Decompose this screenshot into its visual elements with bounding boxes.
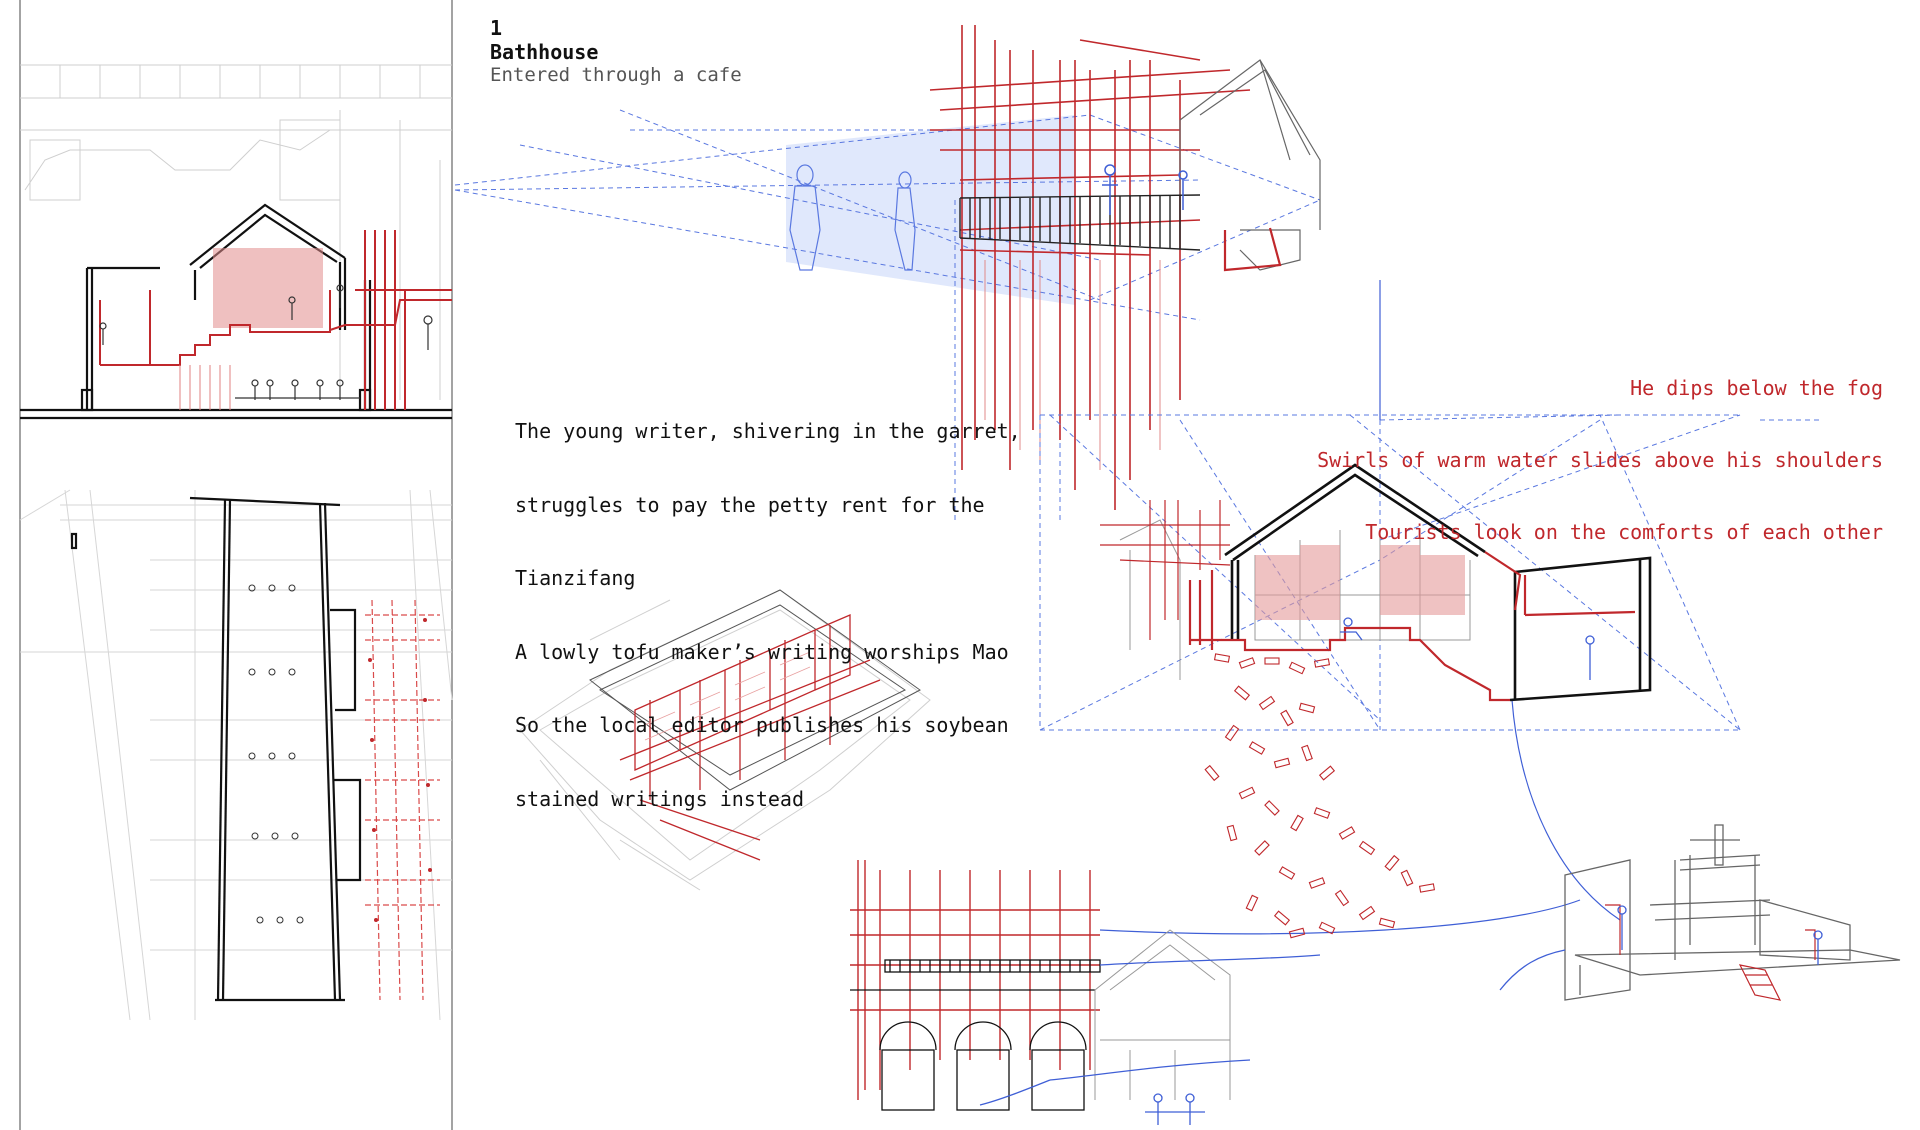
blue-figures bbox=[789, 164, 916, 271]
section-drawing bbox=[20, 64, 452, 420]
narrative-black-line: stained writings instead bbox=[515, 786, 804, 811]
section-figures bbox=[99, 284, 433, 400]
left-panel-frame bbox=[19, 0, 453, 1130]
fog-plane bbox=[786, 115, 1075, 305]
narrative-red-line: He dips below the fog bbox=[1630, 376, 1883, 400]
sheet-title: Bathhouse bbox=[490, 40, 599, 64]
brick-screen-main bbox=[1255, 545, 1465, 620]
narrative-black-line: Tianzifang bbox=[515, 566, 636, 590]
axonometric-drawing bbox=[519, 589, 931, 891]
narrative-black-line: struggles to pay the petty rent for the bbox=[515, 492, 985, 517]
narrative-black-line: The young writer, shivering in the garre… bbox=[515, 419, 1021, 443]
narrative-red: He dips below the fog Swirls of warm wat… bbox=[1317, 328, 1883, 568]
workshop-drawing bbox=[1499, 824, 1901, 1001]
sheet-number: 1 bbox=[490, 16, 503, 40]
cafe-elevation bbox=[850, 860, 1321, 1125]
main-perspective bbox=[1039, 280, 1820, 939]
narrative-black-line: So the local editor publishes his soybea… bbox=[515, 713, 1009, 737]
sheet-subtitle: Entered through a cafe bbox=[490, 64, 742, 86]
top-perspective bbox=[454, 25, 1321, 520]
brick-screen bbox=[213, 248, 323, 328]
plan-drawing bbox=[19, 489, 453, 1021]
narrative-red-line: Swirls of warm water slides above his sh… bbox=[1317, 448, 1883, 472]
narrative-black: The young writer, shivering in the garre… bbox=[515, 370, 1021, 836]
cafe-figures bbox=[979, 954, 1321, 1125]
narrative-red-line: Tourists look on the comforts of each ot… bbox=[1365, 520, 1883, 544]
narrative-black-line: A lowly tofu maker’s writing worships Ma… bbox=[515, 639, 1009, 664]
falling-bricks bbox=[1204, 653, 1436, 939]
